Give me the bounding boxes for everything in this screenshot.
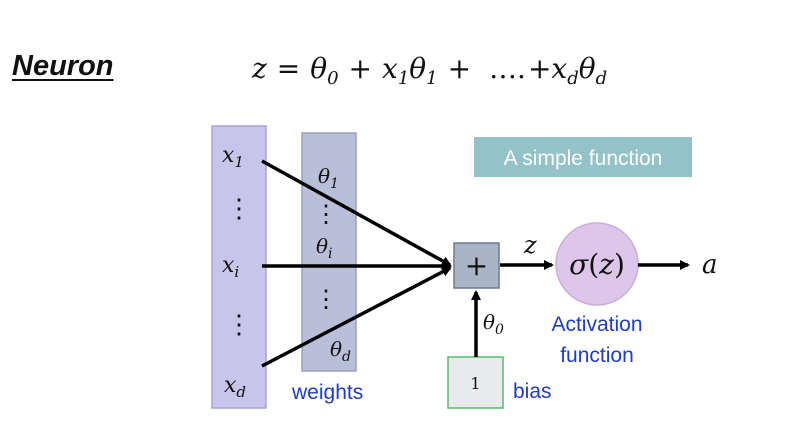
edge-x1-to-sum bbox=[261, 159, 452, 267]
bias-label: bias bbox=[513, 380, 552, 403]
neuron-equation: z=θ0+x1θ1+….+xdθd bbox=[252, 52, 607, 89]
input-label-xd: xd bbox=[224, 373, 246, 401]
input-column bbox=[211, 125, 267, 409]
weight-ellipsis-lower: ⋮ bbox=[314, 285, 338, 313]
equation-lhs: z bbox=[252, 52, 267, 85]
equation-xd-thetad: xdθd bbox=[551, 52, 608, 89]
page-title: Neuron bbox=[12, 50, 114, 82]
simple-function-label: A simple function bbox=[504, 147, 663, 170]
weight-ellipsis-upper: ⋮ bbox=[314, 200, 338, 228]
equation-x1-theta1: x1θ1 bbox=[382, 52, 438, 89]
input-label-xi: xi bbox=[222, 253, 239, 281]
equation-plus: + bbox=[447, 52, 472, 85]
equation-plus: + bbox=[527, 52, 552, 85]
weight-label-thetai: θi bbox=[316, 234, 333, 262]
equation-dots: …. bbox=[489, 52, 526, 85]
activation-expression: σ(z) bbox=[569, 248, 625, 281]
activation-label-line1: Activation bbox=[551, 313, 642, 336]
bias-value: 1 bbox=[470, 374, 480, 393]
edge-xd-to-sum bbox=[261, 266, 452, 368]
input-ellipsis-lower: ⋮ bbox=[226, 310, 252, 340]
sum-symbol: + bbox=[465, 249, 488, 282]
weight-label-thetad: θd bbox=[330, 337, 351, 365]
weights-label: weights bbox=[291, 381, 363, 404]
equation-theta-0: θ0 bbox=[310, 52, 339, 89]
input-ellipsis-upper: ⋮ bbox=[226, 194, 252, 224]
weight-label-theta1: θ1 bbox=[318, 164, 339, 192]
input-label-x1: x1 bbox=[222, 143, 244, 171]
sum-node bbox=[453, 242, 500, 289]
equation-plus: + bbox=[348, 52, 373, 85]
simple-function-box bbox=[474, 137, 692, 177]
equation-equals: = bbox=[276, 52, 301, 85]
bias-weight-label: θ0 bbox=[483, 310, 504, 338]
z-label: z bbox=[523, 231, 537, 259]
output-label: a bbox=[702, 250, 718, 280]
activation-label-line2: function bbox=[560, 344, 634, 367]
